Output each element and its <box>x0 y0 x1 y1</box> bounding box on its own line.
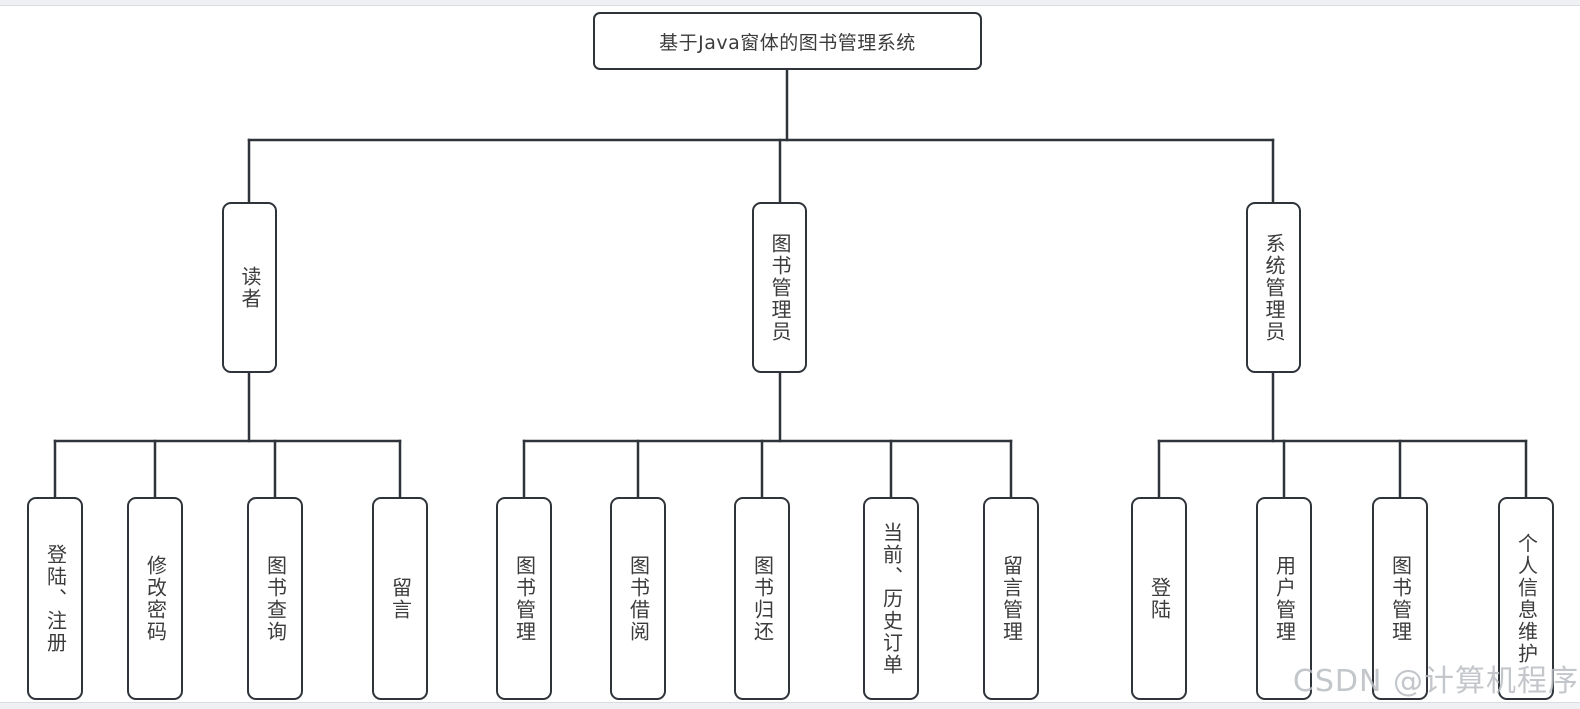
node-profile-maintain: 个人信息维护 <box>1498 497 1554 700</box>
node-change-password: 修改密码 <box>127 497 183 700</box>
node-sys-book-manage: 图书管理 <box>1372 497 1428 700</box>
node-book-admin: 图书管理员 <box>752 202 807 373</box>
node-profile-maintain-label: 个人信息维护 <box>1514 532 1539 665</box>
node-login-register: 登陆、注册 <box>27 497 83 700</box>
node-book-manage-label: 图书管理 <box>512 554 537 643</box>
node-book-borrow: 图书借阅 <box>610 497 666 700</box>
node-reader-label: 读者 <box>238 265 262 310</box>
node-login-register-label: 登陆、注册 <box>43 543 68 654</box>
node-book-borrow-label: 图书借阅 <box>626 554 651 643</box>
connector-group-sys-admin <box>1157 370 1528 501</box>
page-top-strip <box>0 0 1580 6</box>
node-root-label: 基于Java窗体的图书管理系统 <box>659 31 916 54</box>
node-book-query-label: 图书查询 <box>263 554 288 643</box>
node-book-query: 图书查询 <box>247 497 303 700</box>
node-change-password-label: 修改密码 <box>143 554 168 643</box>
node-message: 留言 <box>372 497 428 700</box>
node-reader: 读者 <box>222 202 277 373</box>
node-orders-label: 当前、历史订单 <box>879 521 904 676</box>
node-root-title: 基于Java窗体的图书管理系统 <box>593 12 982 70</box>
connector-group-reader <box>53 370 402 501</box>
node-sys-admin: 系统管理员 <box>1246 202 1301 373</box>
node-user-manage: 用户管理 <box>1256 497 1312 700</box>
page-bottom-strip <box>0 702 1580 709</box>
node-message-manage-label: 留言管理 <box>999 554 1024 643</box>
connector-group-book-admin <box>522 370 1013 501</box>
node-book-manage: 图书管理 <box>496 497 552 700</box>
node-orders: 当前、历史订单 <box>863 497 919 700</box>
node-book-return-label: 图书归还 <box>750 554 775 643</box>
node-message-manage: 留言管理 <box>983 497 1039 700</box>
connector-root <box>247 66 1275 205</box>
node-book-return: 图书归还 <box>734 497 790 700</box>
node-sys-login-label: 登陆 <box>1147 576 1172 621</box>
node-user-manage-label: 用户管理 <box>1272 554 1297 643</box>
node-sys-login: 登陆 <box>1131 497 1187 700</box>
node-sys-book-manage-label: 图书管理 <box>1388 554 1413 643</box>
node-book-admin-label: 图书管理员 <box>768 232 792 343</box>
node-message-label: 留言 <box>388 576 413 621</box>
node-sys-admin-label: 系统管理员 <box>1262 232 1286 343</box>
